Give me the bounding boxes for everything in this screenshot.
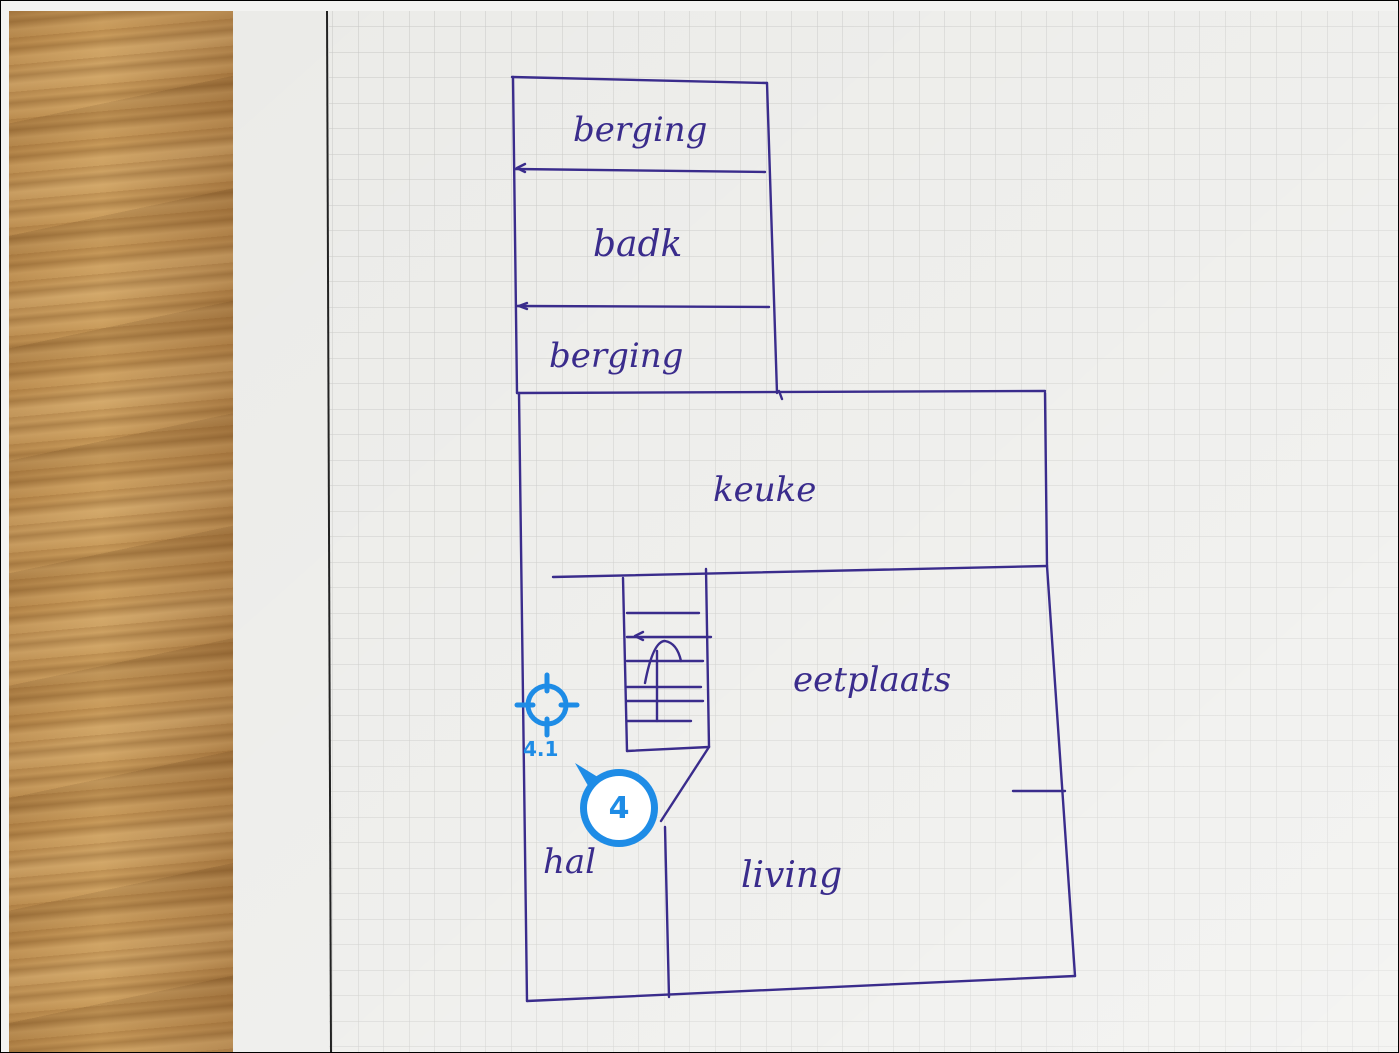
wooden-table-surface bbox=[9, 11, 241, 1052]
room-label-eetplaats: eetplaats bbox=[793, 660, 951, 700]
staircase bbox=[621, 567, 713, 823]
crosshair-target-icon[interactable] bbox=[514, 672, 580, 738]
room-label-keuken: keuke bbox=[713, 470, 816, 510]
light-glare bbox=[233, 11, 1398, 1052]
room-label-bad: badk bbox=[593, 224, 682, 265]
room-label-berging-top: berging bbox=[573, 110, 707, 150]
room-label-berging-bottom: berging bbox=[549, 336, 683, 376]
step-badge-number: 4 bbox=[608, 790, 630, 826]
room-label-living: living bbox=[741, 855, 842, 896]
room-label-hal: hal bbox=[543, 842, 596, 882]
target-label: 4.1 bbox=[523, 737, 559, 761]
paper-margin-line bbox=[326, 10, 332, 1052]
lower-block-walls bbox=[515, 389, 1077, 1003]
step-badge-inner: 4 bbox=[587, 776, 651, 840]
step-badge[interactable]: 4 bbox=[580, 769, 658, 847]
upper-block-walls bbox=[510, 75, 779, 395]
